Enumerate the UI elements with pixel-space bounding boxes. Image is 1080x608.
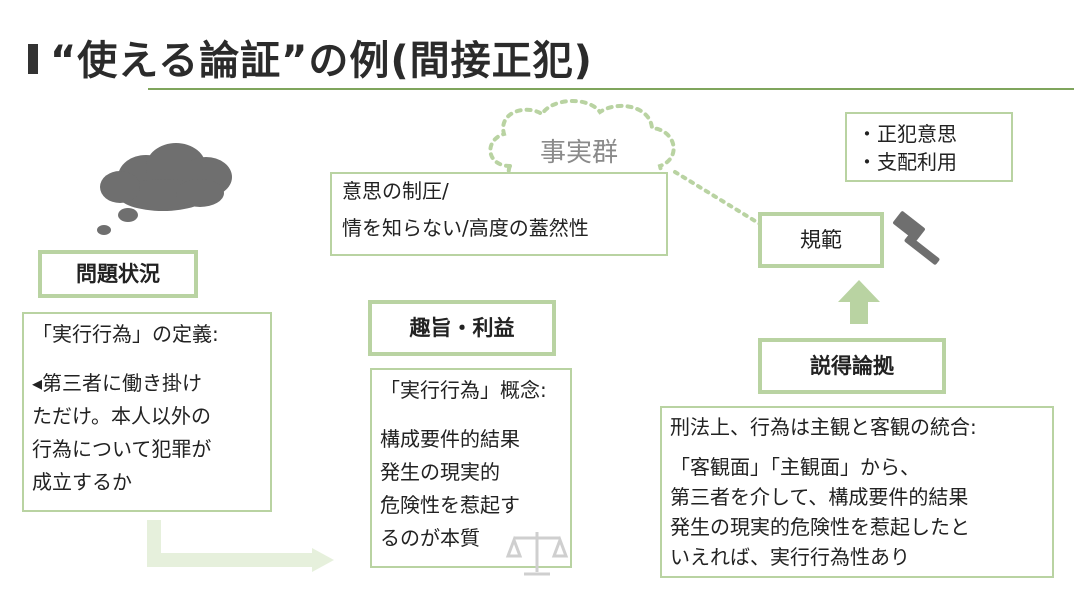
problem-line: 「実行行為」の定義:	[32, 322, 219, 346]
purpose-line: 構成要件的結果	[380, 427, 520, 451]
persuasion-line: 発生の現実的危険性を惹起したと	[670, 515, 970, 539]
persuasion-label-box: 説得論拠	[758, 338, 946, 394]
problem-line: ただけ。本人以外の	[32, 404, 211, 428]
fact-to-norm-connector	[673, 170, 762, 226]
persuasion-label: 説得論拠	[810, 354, 894, 378]
problem-line: 行為について犯罪が	[32, 437, 212, 461]
norm-label: 規範	[800, 228, 842, 252]
purpose-line: 発生の現実的	[380, 460, 500, 484]
norm-condition: ・正犯意思	[857, 122, 957, 146]
flow-arrow	[147, 520, 334, 572]
fact-line: 情を知らない/高度の蓋然性	[342, 216, 589, 240]
norm-box: 規範	[758, 212, 884, 268]
purpose-label-box: 趣旨・利益	[368, 300, 556, 356]
title-marker	[28, 44, 38, 74]
persuasion-box: 刑法上、行為は主観と客観の統合: 「客観面」「主観面」から、 第三者を介して、構…	[660, 406, 1054, 578]
norm-conditions-box: ・正犯意思 ・支配利用	[845, 112, 1013, 182]
problem-line: 成立するか	[32, 470, 132, 494]
problem-line: ◂第三者に働き掛け	[32, 371, 203, 395]
persuasion-line: いえれば、実行行為性あり	[670, 545, 910, 569]
page-title: “使える論証”の例(間接正犯)	[50, 38, 593, 84]
title-underline	[148, 88, 1074, 90]
purpose-label: 趣旨・利益	[409, 316, 515, 340]
thought-cloud-icon	[97, 143, 232, 235]
problem-box: 「実行行為」の定義: ◂第三者に働き掛け ただけ。本人以外の 行為について犯罪が…	[22, 312, 272, 512]
purpose-line: 「実行行為」概念:	[380, 378, 547, 402]
purpose-line: 危険性を惹起す	[380, 493, 520, 517]
fact-group-box: 意思の制圧/ 情を知らない/高度の蓋然性	[330, 172, 668, 256]
norm-condition: ・支配利用	[857, 150, 957, 174]
persuasion-line: 「客観面」「主観面」から、	[670, 455, 920, 479]
hammer-icon	[893, 211, 940, 265]
purpose-line: るのが本質	[380, 526, 480, 550]
fact-line: 意思の制圧/	[342, 179, 449, 203]
scales-icon	[505, 532, 569, 576]
problem-label: 問題状況	[76, 262, 160, 286]
fact-group-label: 事実群	[540, 138, 619, 168]
problem-label-box: 問題状況	[38, 250, 198, 298]
up-arrow	[838, 280, 880, 324]
persuasion-line: 刑法上、行為は主観と客観の統合:	[670, 415, 977, 439]
persuasion-line: 第三者を介して、構成要件的結果	[670, 485, 969, 509]
